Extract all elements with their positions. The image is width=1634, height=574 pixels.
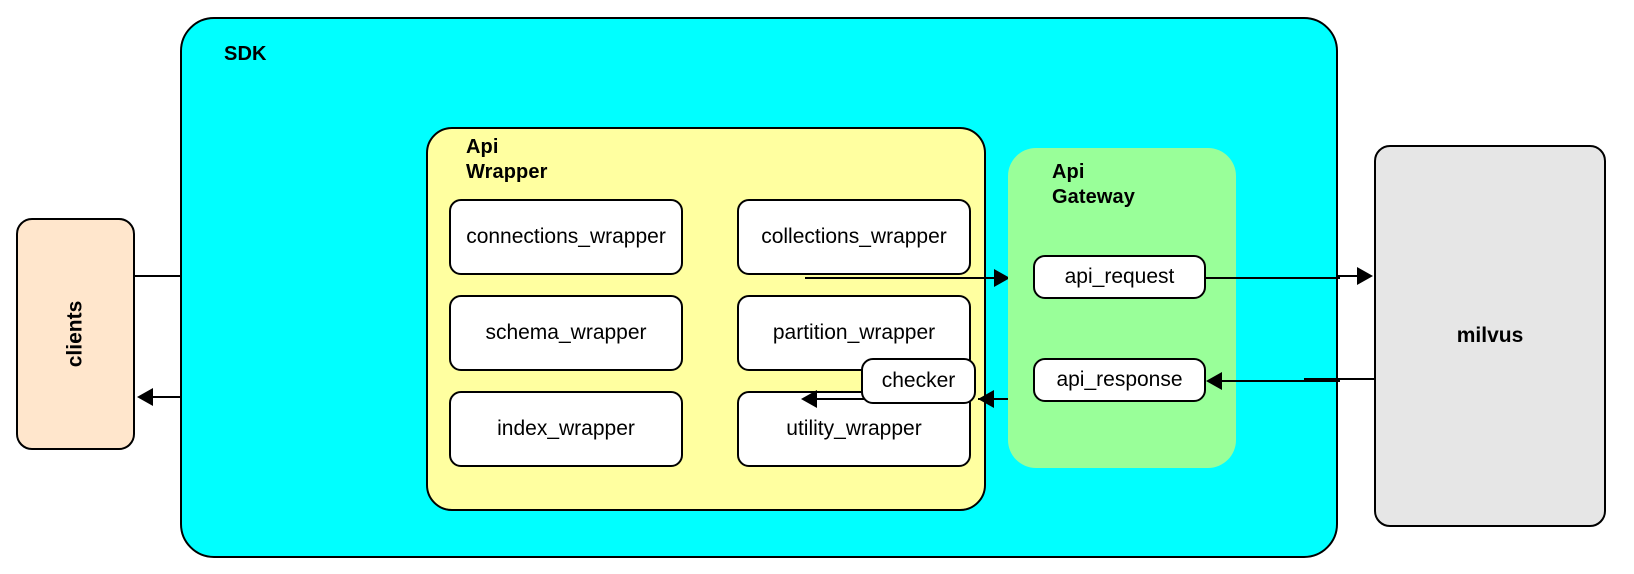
arrow-to-milvus-segment [1338,275,1364,277]
arrow-api-wrapper-to-api-request-head [994,269,1010,287]
milvus-label: milvus [1456,324,1524,347]
arrow-api-response-to-checker-head [978,390,994,408]
arrow-from-milvus-segment [1304,378,1376,380]
api-wrapper-container[interactable]: Api Wrapper connections_wrapper collecti… [426,127,986,511]
sdk-title: SDK [224,43,267,65]
node-api-response[interactable]: api_response [1033,358,1206,402]
api-gateway-title: Api Gateway [1052,161,1135,208]
checker-node[interactable]: checker [861,358,976,404]
arrow-api-wrapper-to-api-request-line [805,277,1009,279]
arrow-to-milvus-head [1357,267,1373,285]
sdk-container[interactable]: SDK Api Wrapper connections_wrapper coll… [180,17,1340,558]
arrow-checker-to-api-wrapper-line [812,398,864,400]
arrow-milvus-to-api-response-head [1206,372,1222,390]
arrow-api-response-to-checker-line [978,398,1034,400]
api-wrapper-title: Api Wrapper [466,136,548,183]
clients-node[interactable]: clients [16,218,135,450]
arrow-checker-to-api-wrapper-head [801,390,817,408]
clients-label: clients [63,300,87,368]
module-connections-wrapper[interactable]: connections_wrapper [449,199,683,275]
arrow-api-wrapper-to-clients-head [137,388,153,406]
module-index-wrapper[interactable]: index_wrapper [449,391,683,467]
module-collections-wrapper[interactable]: collections_wrapper [737,199,971,275]
milvus-node[interactable]: milvus [1374,145,1606,527]
module-utility-wrapper[interactable]: utility_wrapper [737,391,971,467]
arrow-api-request-to-milvus-line [1206,277,1340,279]
arrow-clients-to-api-wrapper-line [135,275,221,277]
arrow-milvus-to-api-response-line [1212,380,1340,382]
node-api-request[interactable]: api_request [1033,255,1206,299]
api-gateway-container[interactable]: Api Gateway api_request api_response [1008,148,1236,468]
module-schema-wrapper[interactable]: schema_wrapper [449,295,683,371]
